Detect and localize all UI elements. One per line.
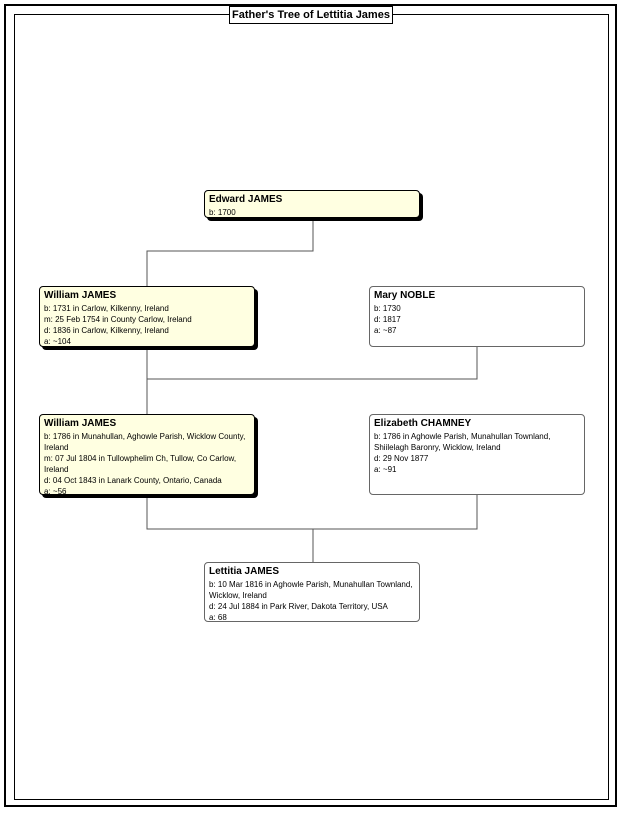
person-card-william-james-1731[interactable]: William JAMES b: 1731 in Carlow, Kilkenn… — [39, 286, 255, 347]
person-fact: b: 1731 in Carlow, Kilkenny, Ireland — [44, 304, 169, 313]
person-fact: b: 10 Mar 1816 in Aghowle Parish, Munahu… — [209, 580, 413, 600]
person-fact: d: 04 Oct 1843 in Lanark County, Ontario… — [44, 476, 222, 485]
person-fact: a: ~91 — [374, 465, 397, 474]
person-card-edward-james[interactable]: Edward JAMES b: 1700 — [204, 190, 420, 218]
person-fact: a: 68 — [209, 613, 227, 622]
person-fact: d: 1817 — [374, 315, 401, 324]
person-name: Edward JAMES — [209, 194, 283, 205]
person-fact: b: 1700 — [209, 208, 236, 217]
connector-william1-mary-child — [146, 347, 478, 414]
person-fact: a: ~87 — [374, 326, 397, 335]
person-fact: d: 29 Nov 1877 — [374, 454, 429, 463]
outer-frame — [4, 4, 617, 807]
person-name: William JAMES — [44, 418, 117, 429]
person-fact: b: 1786 in Munahullan, Aghowle Parish, W… — [44, 432, 246, 452]
person-name: William JAMES — [44, 290, 117, 301]
chart-title: Father's Tree of Lettitia James — [229, 6, 393, 24]
person-fact: a: ~56 — [44, 487, 67, 496]
person-name: Lettitia JAMES — [209, 566, 280, 577]
person-fact: b: 1786 in Aghowle Parish, Munahullan To… — [374, 432, 551, 452]
person-name: Mary NOBLE — [374, 290, 436, 301]
person-card-mary-noble[interactable]: Mary NOBLE b: 1730 d: 1817 a: ~87 — [369, 286, 585, 347]
person-card-elizabeth-chamney[interactable]: Elizabeth CHAMNEY b: 1786 in Aghowle Par… — [369, 414, 585, 495]
person-card-lettitia-james[interactable]: Lettitia JAMES b: 10 Mar 1816 in Aghowle… — [204, 562, 420, 622]
person-fact: m: 07 Jul 1804 in Tullowphelim Ch, Tullo… — [44, 454, 237, 474]
connector-william2-elizabeth-child — [146, 495, 478, 562]
person-fact: d: 24 Jul 1884 in Park River, Dakota Ter… — [209, 602, 388, 611]
person-fact: d: 1836 in Carlow, Kilkenny, Ireland — [44, 326, 169, 335]
person-name: Elizabeth CHAMNEY — [374, 418, 472, 429]
person-card-william-james-1786[interactable]: William JAMES b: 1786 in Munahullan, Agh… — [39, 414, 255, 496]
connector-edward-william1 — [146, 218, 314, 286]
person-fact: b: 1730 — [374, 304, 401, 313]
person-fact: m: 25 Feb 1754 in County Carlow, Ireland — [44, 315, 192, 324]
person-fact: a: ~104 — [44, 337, 71, 346]
